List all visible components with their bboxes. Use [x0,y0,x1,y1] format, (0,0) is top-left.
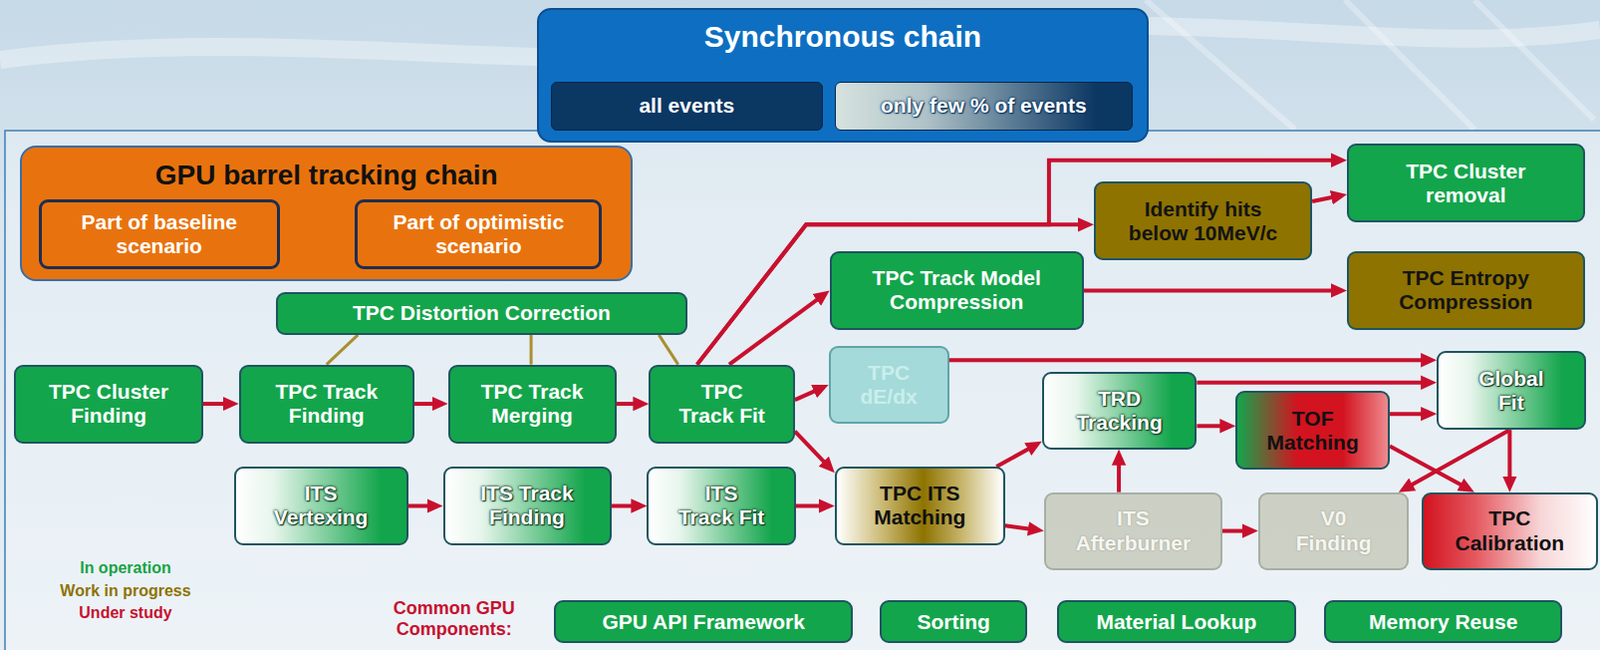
node-text: Global Fit [1473,366,1549,415]
group-title: GPU barrel tracking chain [21,147,631,192]
flow-arrow [414,401,441,406]
node-text: GPU API Framework [601,609,804,634]
node-text: TOF Matching [1263,406,1363,455]
legend-box: all events [550,81,822,131]
process-box: ITS Track Fit [646,466,797,545]
node-text: TPC dE/dx [853,360,924,409]
process-box: V0 Finding [1258,492,1410,570]
dependency-line [530,334,534,365]
component-box: Material Lookup [1057,599,1297,643]
flow-arrow [1116,457,1121,493]
legend-text: Work in progress [59,581,191,600]
process-box: TPC Cluster removal [1346,143,1586,223]
flow-arrow [1196,380,1429,385]
legend-text: In operation [79,558,172,577]
group-title: Synchronous chain [538,9,1148,55]
process-box: TPC Track Model Compression [829,251,1084,330]
flow-arrow [795,431,829,468]
node-text: TRD Tracking [1071,386,1167,435]
flow-arrow [1222,529,1251,534]
flow-arrow [408,503,436,508]
node-text: TPC Track Fit [674,379,770,428]
legend-box: Part of optimistic scenario [354,199,602,270]
flow-arrow [796,503,827,508]
process-box: TPC Calibration [1421,492,1599,570]
flow-arrow [697,224,1086,364]
group-box: Synchronous chain all events only few % of… [536,7,1150,143]
background-panel [4,130,1600,650]
process-box: ITS Track Finding [443,466,612,545]
flow-arrow [949,357,1430,362]
process-box: Identify hits below 10MeV/c [1093,181,1313,261]
flow-arrow [203,401,232,406]
node-text: all events [638,93,735,118]
process-box: TPC Distortion Correction [275,291,689,335]
node-text: Sorting [916,609,991,634]
process-box: TPC Track Fit [648,364,795,444]
node-text: Memory Reuse [1368,609,1518,634]
process-box: TPC Entropy Compression [1346,251,1586,330]
process-box: TPC ITS Matching [834,466,1006,545]
node-text: Identify hits below 10MeV/c [1123,197,1284,246]
node-text: TPC Track Finding [262,379,392,428]
flow-arrow [1389,411,1429,416]
node-text: Part of baseline scenario [64,210,255,259]
process-box: TPC Track Finding [239,364,415,444]
node-text: ITS Vertexing [266,481,376,530]
node-text: TPC Distortion Correction [352,300,611,325]
flow-arrow [616,401,642,406]
process-box: TRD Tracking [1042,371,1198,450]
node-text: Material Lookup [1095,609,1257,634]
component-box: Sorting [879,599,1029,643]
node-text: TPC Cluster Finding [33,379,184,428]
node-text: TPC Entropy Compression [1365,266,1566,314]
flow-arrow [1196,423,1228,428]
component-box: Memory Reuse [1324,599,1563,643]
flow-arrow [1389,445,1468,488]
node-text: TPC Track Model Compression [856,266,1057,314]
process-box: TPC dE/dx [828,345,950,424]
node-text: Part of optimistic scenario [383,210,573,259]
process-box: TOF Matching [1235,390,1390,470]
legend-box: only few % of events [834,81,1133,131]
node-text: ITS Track Fit [676,481,767,530]
flow-arrow [697,160,1339,365]
legend-box: Part of baseline scenario [38,199,280,270]
section-label: Common GPU Components: [389,597,520,639]
process-box: TPC Track Merging [448,364,617,444]
flow-arrow [795,387,822,400]
group-box: GPU barrel tracking chainPart of baselin… [19,145,633,280]
flow-arrow [996,445,1035,467]
flow-arrow [1083,287,1339,292]
flow-arrow [1312,195,1339,202]
process-box: TPC Cluster Finding [13,364,203,444]
component-box: GPU API Framework [553,599,853,643]
node-text: TPC Cluster removal [1385,159,1546,208]
dependency-line [658,334,678,365]
flow-arrow [1005,525,1037,530]
node-text: ITS Afterburner [1070,506,1196,554]
process-box: Global Fit [1436,350,1587,430]
flow-arrow [611,503,640,508]
node-text: TPC Calibration [1447,506,1573,554]
background-streak [1145,0,1595,130]
flow-arrow [1405,429,1511,489]
node-text: only few % of events [880,93,1087,118]
node-text: TPC ITS Matching [869,481,970,530]
dependency-line [326,334,359,365]
legend-text: Under study [78,603,172,622]
process-box: ITS Vertexing [234,466,409,545]
node-text: ITS Track Finding [462,481,592,530]
process-box: ITS Afterburner [1044,492,1223,570]
flow-arrow [1507,429,1512,484]
node-text: V0 Finding [1294,506,1374,554]
node-text: TPC Track Merging [467,379,597,428]
